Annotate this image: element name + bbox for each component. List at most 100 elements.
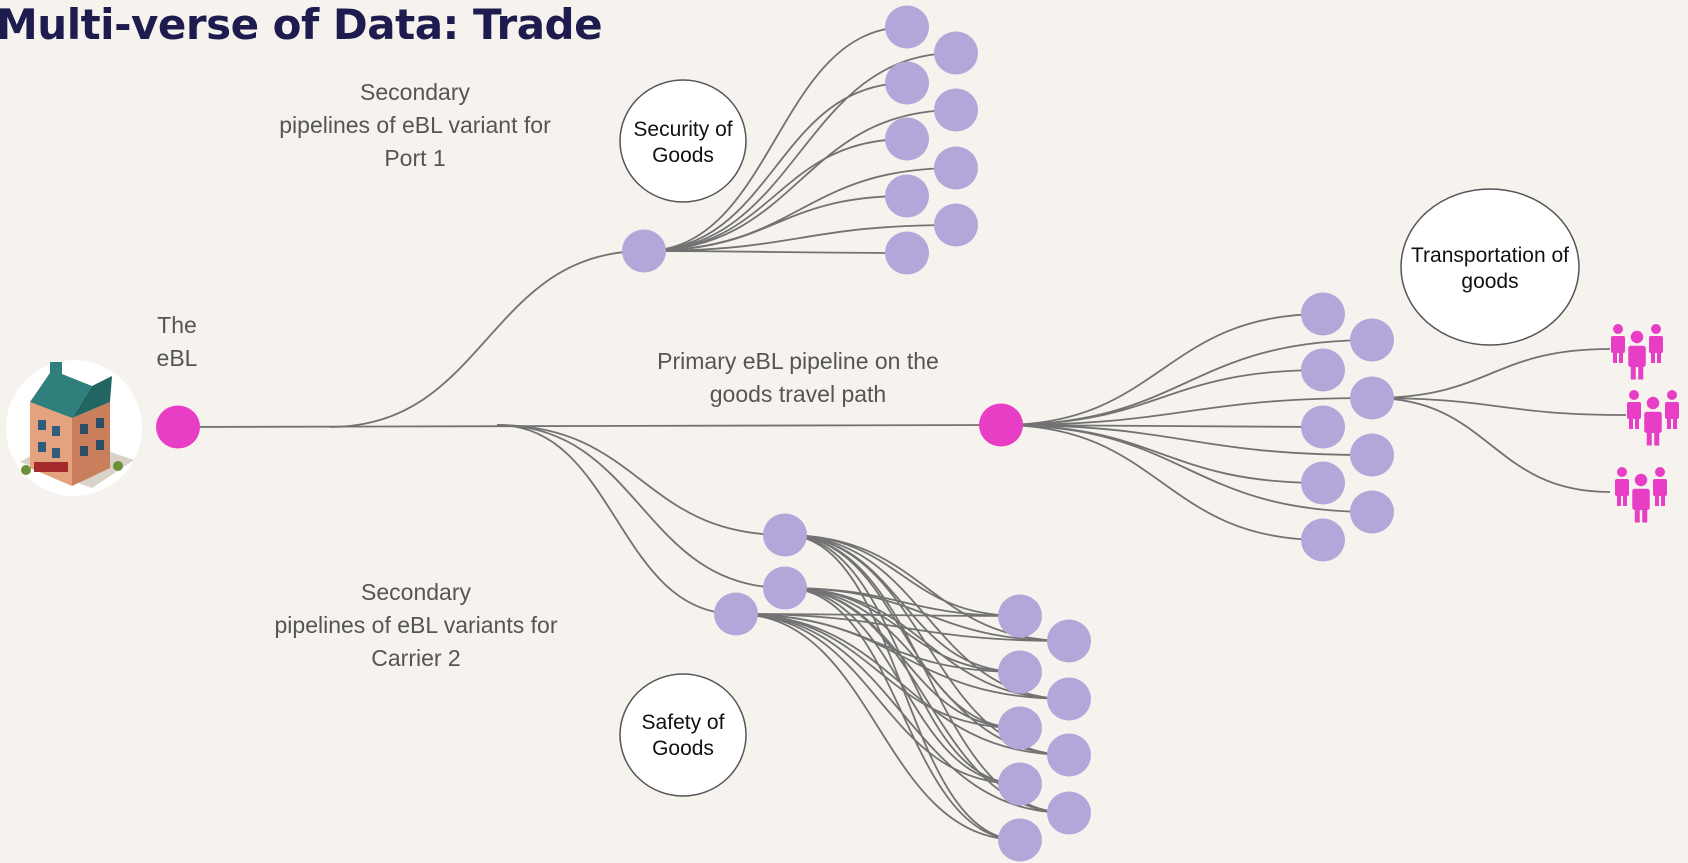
bubble-transportation-of-goods: Transportation of goods	[1400, 188, 1580, 346]
transport-leaf-edge	[1000, 369, 1324, 426]
bubble-label: Safety of	[642, 711, 725, 734]
port-leaf-node	[934, 31, 978, 75]
person-body	[1644, 411, 1662, 433]
person-leg	[1642, 507, 1648, 523]
transport-leaf-edge	[1000, 424, 1324, 428]
bubble-security-of-goods: Security of Goods	[619, 79, 747, 203]
port-leaf-edge	[643, 224, 957, 252]
transport-leaf-node	[1301, 348, 1345, 392]
transport-leaf-node	[1301, 461, 1345, 505]
person-leg	[1617, 494, 1621, 506]
carrier-leaf-edge	[784, 534, 1021, 673]
person-body	[1615, 479, 1629, 496]
person-leg	[1638, 364, 1644, 380]
node-layer	[156, 5, 1394, 862]
caption-primary-pipeline: Primary eBL pipeline on the goods travel…	[620, 345, 976, 411]
person-leg	[1654, 430, 1660, 446]
caption-line: Secondary	[361, 579, 471, 605]
carrier-leaf-edge	[784, 587, 1021, 785]
port-leaf-node	[885, 117, 929, 161]
person-head	[1634, 473, 1648, 487]
person-head	[1613, 324, 1623, 334]
edge-layer	[177, 26, 1627, 841]
person-leg	[1630, 364, 1636, 380]
person-head	[1630, 330, 1644, 344]
port-leaf-node	[885, 5, 929, 49]
people-group-icon	[1615, 467, 1667, 523]
port-leaf-edge	[643, 26, 908, 252]
carrier-leaf-edge	[735, 613, 1021, 785]
person-head	[1629, 390, 1639, 400]
transport-leaf-node	[1350, 433, 1394, 477]
person-body	[1665, 402, 1679, 419]
carrier-leaf-edge	[735, 613, 1070, 756]
port-leaf-edge	[643, 82, 908, 252]
transport-leaf-edge	[1000, 424, 1373, 456]
port-hub-node	[622, 229, 666, 273]
carrier-leaf-edge	[784, 587, 1070, 642]
caption-line: goods travel path	[709, 381, 887, 407]
caption-line: Port 1	[384, 145, 446, 171]
port-leaf-edge	[643, 195, 908, 252]
bubble-label: Security of	[633, 118, 732, 141]
transport-leaf-node	[1301, 292, 1345, 336]
port-leaf-node	[934, 146, 978, 190]
carrier-leaf-edge	[735, 613, 1070, 700]
transport-leaf-node	[1350, 490, 1394, 534]
port-leaf-node	[885, 174, 929, 218]
carrier-leaf-edge	[735, 613, 1070, 814]
person-body	[1627, 402, 1641, 419]
person-leg	[1655, 494, 1659, 506]
page-title: Multi-verse of Data: Trade	[0, 0, 603, 49]
caption-line: eBL	[156, 345, 198, 371]
person-body	[1611, 336, 1625, 353]
people-group-icon	[1627, 390, 1679, 446]
carrier-hub-node	[763, 513, 807, 557]
caption-line: The	[157, 312, 197, 338]
bubble-label: Goods	[652, 144, 714, 167]
transport-leaf-edge	[1000, 424, 1324, 484]
carrier-branch-edge	[496, 424, 737, 615]
caption-port-pipelines: Secondary pipelines of eBL variant for P…	[252, 76, 578, 175]
bubble-label: goods	[1461, 270, 1518, 293]
person-head	[1655, 467, 1665, 477]
carrier-hub-node	[763, 566, 807, 610]
caption-line: pipelines of eBL variant for	[279, 112, 551, 138]
person-body	[1649, 336, 1663, 353]
primary-hub-node	[979, 403, 1023, 447]
person-head	[1651, 324, 1661, 334]
carrier-leaf-node	[998, 762, 1042, 806]
port-leaf-edge	[643, 138, 908, 252]
carrier-branch-edge	[496, 424, 786, 589]
person-leg	[1673, 417, 1677, 429]
caption-line: Carrier 2	[371, 645, 461, 671]
person-body	[1653, 479, 1667, 496]
person-leg	[1635, 417, 1639, 429]
person-leg	[1629, 417, 1633, 429]
port-leaf-node	[885, 231, 929, 275]
people-edge	[1371, 397, 1627, 416]
people-edge	[1371, 397, 1611, 493]
caption-the-ebl: The eBL	[140, 309, 214, 375]
port-leaf-node	[934, 88, 978, 132]
person-leg	[1634, 507, 1640, 523]
carrier-leaf-node	[1047, 677, 1091, 721]
people-edge	[1371, 348, 1611, 399]
carrier-leaf-edge	[784, 534, 1021, 785]
person-head	[1667, 390, 1677, 400]
people-group-icon	[1611, 324, 1663, 380]
carrier-leaf-node	[998, 818, 1042, 862]
person-body	[1632, 488, 1650, 510]
port-branch-edge	[329, 250, 645, 428]
transport-leaf-node	[1350, 318, 1394, 362]
bubble-label: Transportation of	[1411, 244, 1569, 267]
people-layer	[1611, 324, 1679, 523]
transport-leaf-node	[1301, 518, 1345, 562]
transport-leaf-edge	[1000, 313, 1324, 426]
carrier-leaf-node	[1047, 619, 1091, 663]
port-leaf-edge	[643, 250, 908, 254]
building-icon	[6, 360, 142, 496]
port-leaf-edge	[643, 109, 957, 252]
port-leaf-node	[885, 61, 929, 105]
